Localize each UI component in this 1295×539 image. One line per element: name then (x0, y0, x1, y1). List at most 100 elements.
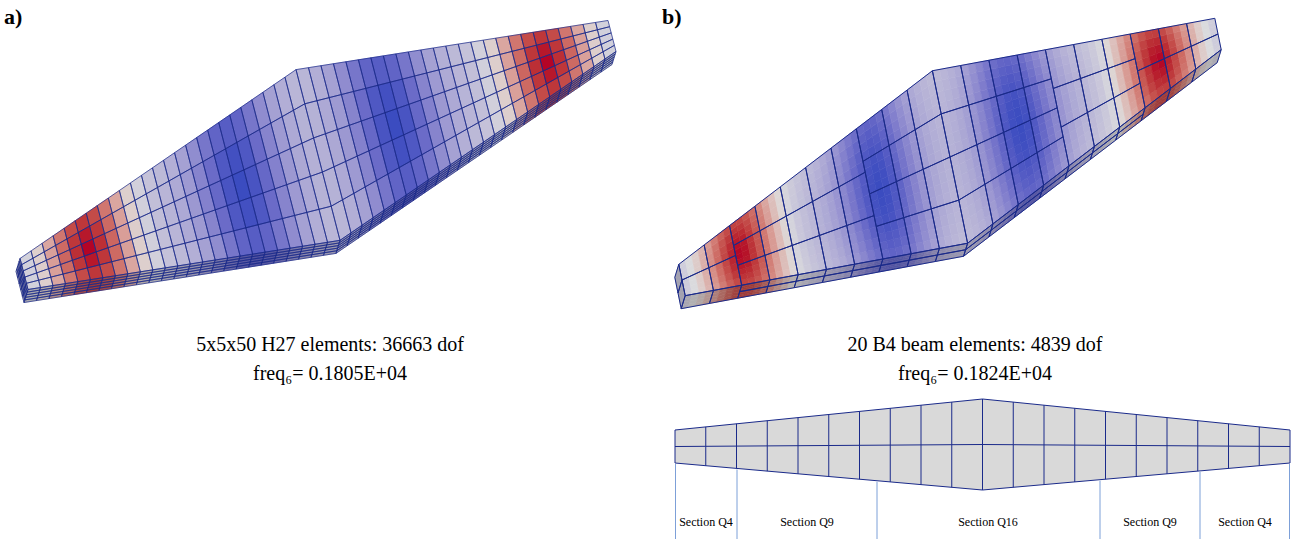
mesh-color (324, 251, 337, 256)
mesh-line (226, 259, 239, 264)
mesh-line (200, 265, 213, 270)
mesh-line (319, 206, 340, 242)
beam-mesh (675, 18, 1221, 308)
mesh-line (287, 254, 300, 259)
mesh-line (188, 267, 201, 272)
mesh-line (322, 167, 342, 206)
mesh-line (439, 67, 457, 92)
mesh-line (347, 236, 359, 246)
mesh-line (285, 70, 305, 111)
mesh-line (236, 265, 249, 270)
mesh-line (299, 176, 319, 212)
mesh-line (214, 261, 227, 266)
mesh-line (211, 268, 224, 273)
mesh-line (502, 130, 514, 140)
mesh-line (451, 64, 468, 88)
mesh-color (74, 290, 87, 295)
mesh-line (65, 282, 78, 287)
mesh-color (86, 288, 99, 293)
mesh-line (199, 270, 212, 275)
mesh-line (296, 68, 317, 104)
mesh-line (114, 276, 127, 281)
mesh-line (471, 40, 488, 60)
mesh-color (299, 255, 312, 260)
mesh-line (51, 289, 64, 294)
mesh-color (99, 286, 112, 291)
mesh-line (324, 248, 337, 253)
mesh-line (152, 268, 165, 273)
mesh-line (583, 22, 597, 32)
mesh-line (52, 284, 65, 289)
mesh-line (290, 143, 310, 180)
mesh-line (202, 260, 215, 265)
mesh-line (446, 44, 464, 67)
mesh-line (24, 298, 37, 303)
mesh-line (270, 219, 290, 251)
mesh-line (100, 281, 113, 286)
mesh-line (140, 270, 153, 275)
mesh-color (186, 272, 199, 277)
mesh-line (27, 288, 40, 293)
mesh-line (324, 251, 337, 256)
mesh-line (497, 87, 513, 110)
mesh-line (520, 76, 535, 96)
mesh-line (326, 243, 339, 248)
mesh-color (31, 243, 44, 258)
mesh-line (148, 249, 165, 269)
mesh-line (287, 180, 307, 215)
mesh-line (317, 98, 337, 134)
mesh-color (111, 284, 124, 289)
mesh-line (75, 213, 89, 232)
mesh-line (36, 296, 49, 301)
mesh-line (427, 70, 445, 96)
mesh-color (286, 257, 299, 262)
mesh-line (163, 202, 180, 227)
mesh-line (111, 284, 124, 289)
mesh-line (102, 276, 115, 281)
mesh-color (596, 20, 610, 29)
mesh-line (112, 282, 125, 287)
mesh-line (151, 207, 168, 231)
mesh-color (571, 24, 586, 36)
mesh-line (369, 221, 381, 231)
mesh-line (288, 249, 301, 254)
mesh-line (63, 287, 76, 292)
mesh-line (483, 38, 500, 57)
mesh-line (225, 261, 238, 266)
mesh-line (86, 206, 101, 226)
mesh-line (310, 172, 331, 209)
mesh-line (87, 286, 100, 291)
mesh-line (524, 115, 536, 125)
mesh-line (212, 266, 225, 271)
mesh-line (84, 252, 99, 268)
mesh-line (274, 259, 287, 264)
mesh-line (149, 278, 162, 283)
mesh-line (127, 272, 140, 277)
mesh-line (585, 30, 599, 42)
mesh-line (263, 255, 276, 260)
mesh-line (305, 101, 326, 138)
mesh-color (199, 270, 212, 275)
mesh-line (252, 252, 265, 257)
mesh-line (88, 283, 101, 288)
mesh-line (239, 254, 252, 259)
mesh-line (596, 20, 610, 29)
mesh-line (282, 110, 302, 148)
mesh-line (445, 88, 462, 114)
mesh-line (128, 218, 144, 240)
mesh-line (573, 33, 587, 46)
mesh-line (40, 286, 53, 291)
mesh-color (49, 294, 62, 299)
mesh-line (302, 244, 315, 249)
mesh-line (119, 183, 135, 207)
mesh-line (186, 272, 199, 277)
mesh-line (456, 129, 473, 157)
mesh-line (164, 266, 177, 271)
beam-mesh (16, 20, 616, 302)
mesh-line (76, 282, 89, 287)
mesh-line (262, 258, 275, 263)
mesh-line (516, 62, 532, 81)
mesh-line (146, 187, 162, 212)
mesh-color (24, 298, 37, 303)
mesh-line (86, 288, 99, 293)
